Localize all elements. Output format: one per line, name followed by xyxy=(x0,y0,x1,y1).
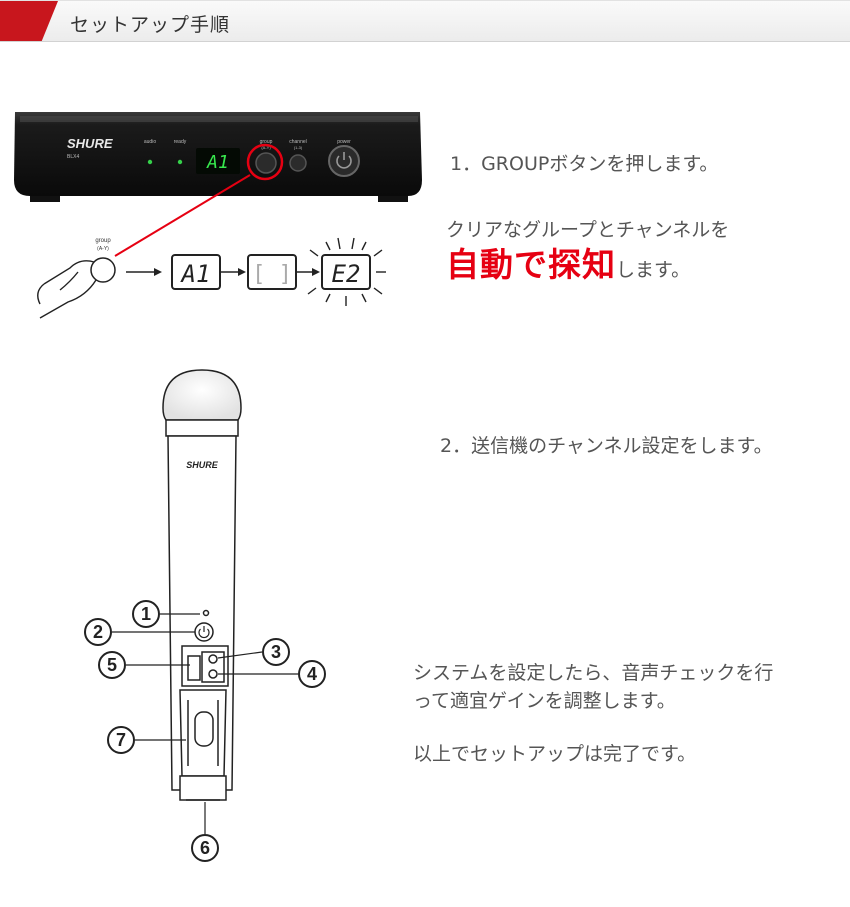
status-led xyxy=(202,609,210,617)
step2-title: 2．送信機のチャンネル設定をします。 xyxy=(440,435,773,457)
svg-text:5: 5 xyxy=(107,655,117,675)
callout-3 xyxy=(262,638,290,666)
auto-detect-highlight: 自動で探知 xyxy=(446,245,616,284)
power-label: power xyxy=(337,139,351,145)
sequence-1: A1 xyxy=(180,260,211,288)
mic-brand: SHURE xyxy=(186,460,219,470)
svg-text:2: 2 xyxy=(93,622,103,642)
callouts: 1 2 3 4 5 6 7 xyxy=(84,600,326,862)
transmitter: SHURE xyxy=(162,369,242,801)
group-highlight-ring xyxy=(246,143,284,181)
group-button[interactable] xyxy=(255,152,277,174)
callout-4 xyxy=(298,660,326,688)
channel-label: channel xyxy=(289,139,307,145)
power-button[interactable] xyxy=(328,145,360,177)
group-diagram: group (A-Y) A1 [ ] E2 xyxy=(37,237,386,319)
channel-button[interactable] xyxy=(289,154,307,172)
sequence-3: E2 xyxy=(332,260,361,288)
pointer-line xyxy=(114,174,251,257)
step1-suffix: します。 xyxy=(616,259,691,281)
power-icon xyxy=(336,152,352,169)
callout-6 xyxy=(191,834,219,862)
page-title: セットアップ手順 xyxy=(70,14,231,36)
callout-7 xyxy=(107,726,135,754)
sequence-2: [ ] xyxy=(252,262,292,287)
section-header: セットアップ手順 xyxy=(0,0,850,42)
step4-text: 以上でセットアップは完了です。 xyxy=(413,743,697,765)
svg-text:6: 6 xyxy=(200,838,210,858)
audio-label: audio xyxy=(144,139,156,145)
step1-title: 1．GROUPボタンを押します。 xyxy=(450,153,719,175)
ready-label: ready xyxy=(174,139,187,145)
receiver-unit: SHURE BLX4 audio ready A1 group (A-Y) ch… xyxy=(14,112,422,202)
diagram-button-label: group xyxy=(95,238,111,244)
group-label: group xyxy=(260,139,273,145)
audio-led xyxy=(147,159,153,165)
channel-button-mic xyxy=(208,654,218,664)
receiver-brand: SHURE xyxy=(67,136,113,151)
receiver-display xyxy=(196,148,240,174)
display-readout: A1 xyxy=(206,152,229,173)
svg-text:3: 3 xyxy=(271,642,281,662)
finger-icon xyxy=(37,260,97,319)
diagram-button-sub: (A-Y) xyxy=(97,246,109,252)
callout-1 xyxy=(132,600,160,628)
mic-base xyxy=(179,775,227,801)
gain-switch xyxy=(187,655,201,681)
sequence-box-3 xyxy=(321,254,371,290)
callout-2 xyxy=(84,618,112,646)
mic-power-icon xyxy=(198,626,210,639)
mic-collar xyxy=(165,419,239,437)
step1-line2: 自動で探知します。 xyxy=(446,240,690,290)
diagram-button xyxy=(90,257,116,283)
ready-led xyxy=(177,159,183,165)
step3-line2: って適宜ゲインを調整します。 xyxy=(413,690,676,712)
group-sub-label: (A-Y) xyxy=(261,145,271,150)
channel-sub-label: (1-3) xyxy=(294,145,303,150)
svg-text:7: 7 xyxy=(116,730,126,750)
blink-rays xyxy=(307,237,386,306)
mic-grille xyxy=(162,369,242,421)
callout-5 xyxy=(98,651,126,679)
step1-line1: クリアなグループとチャンネルを xyxy=(446,219,730,241)
svg-text:4: 4 xyxy=(307,664,317,684)
step3-line1: システムを設定したら、音声チェックを行 xyxy=(413,662,774,684)
svg-text:1: 1 xyxy=(141,604,151,624)
channel-led-mic xyxy=(208,669,218,679)
grip-window xyxy=(194,711,214,747)
receiver-model: BLX4 xyxy=(67,154,79,160)
